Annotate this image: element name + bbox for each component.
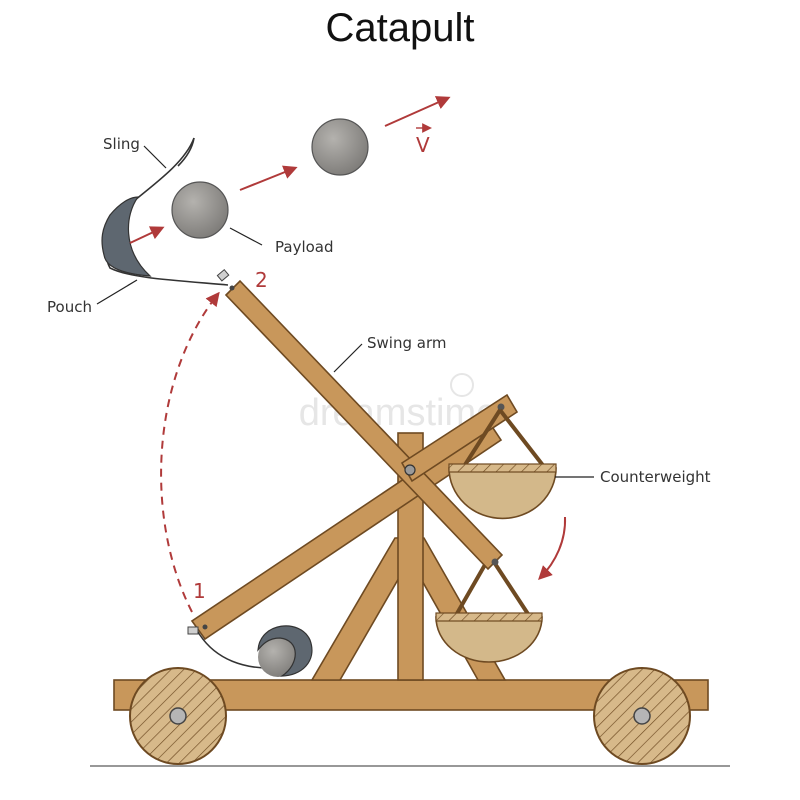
- pouch-label: Pouch: [47, 298, 92, 316]
- pivot-bolt: [404, 464, 416, 476]
- counterweight-lowered: [435, 554, 543, 663]
- watermark-logo: [450, 373, 474, 397]
- pouch-leader: [96, 279, 138, 305]
- counterweight-motion-arrow: [538, 516, 567, 580]
- position-1-label: 1: [193, 579, 206, 603]
- swing-path-arrow: [160, 291, 220, 613]
- counterweight-raised: [448, 408, 557, 520]
- sling-label: Sling: [103, 135, 140, 153]
- payload-label: Payload: [275, 238, 334, 256]
- payload-ball-2: [311, 118, 369, 176]
- velocity-label: V: [416, 133, 430, 157]
- motion-arrow-3: [384, 96, 451, 127]
- payload-leader: [229, 227, 263, 246]
- swing-arm-raised: [216, 269, 504, 571]
- motion-arrow-2: [239, 165, 298, 191]
- sling-raised: [101, 137, 229, 286]
- wheel-right: [593, 667, 691, 765]
- position-2-label: 2: [255, 268, 268, 292]
- motion-arrow-1: [129, 226, 165, 244]
- sling-lowered: [197, 625, 313, 677]
- sling-leader: [143, 145, 167, 169]
- wheel-left: [129, 667, 227, 765]
- counterweight-label: Counterweight: [600, 468, 711, 486]
- payload-ball-1: [171, 181, 229, 239]
- diagram-title: Catapult: [325, 6, 475, 50]
- swing-arm-leader: [333, 343, 363, 373]
- swing-arm-label: Swing arm: [367, 334, 446, 352]
- pouch-shape: [101, 196, 152, 277]
